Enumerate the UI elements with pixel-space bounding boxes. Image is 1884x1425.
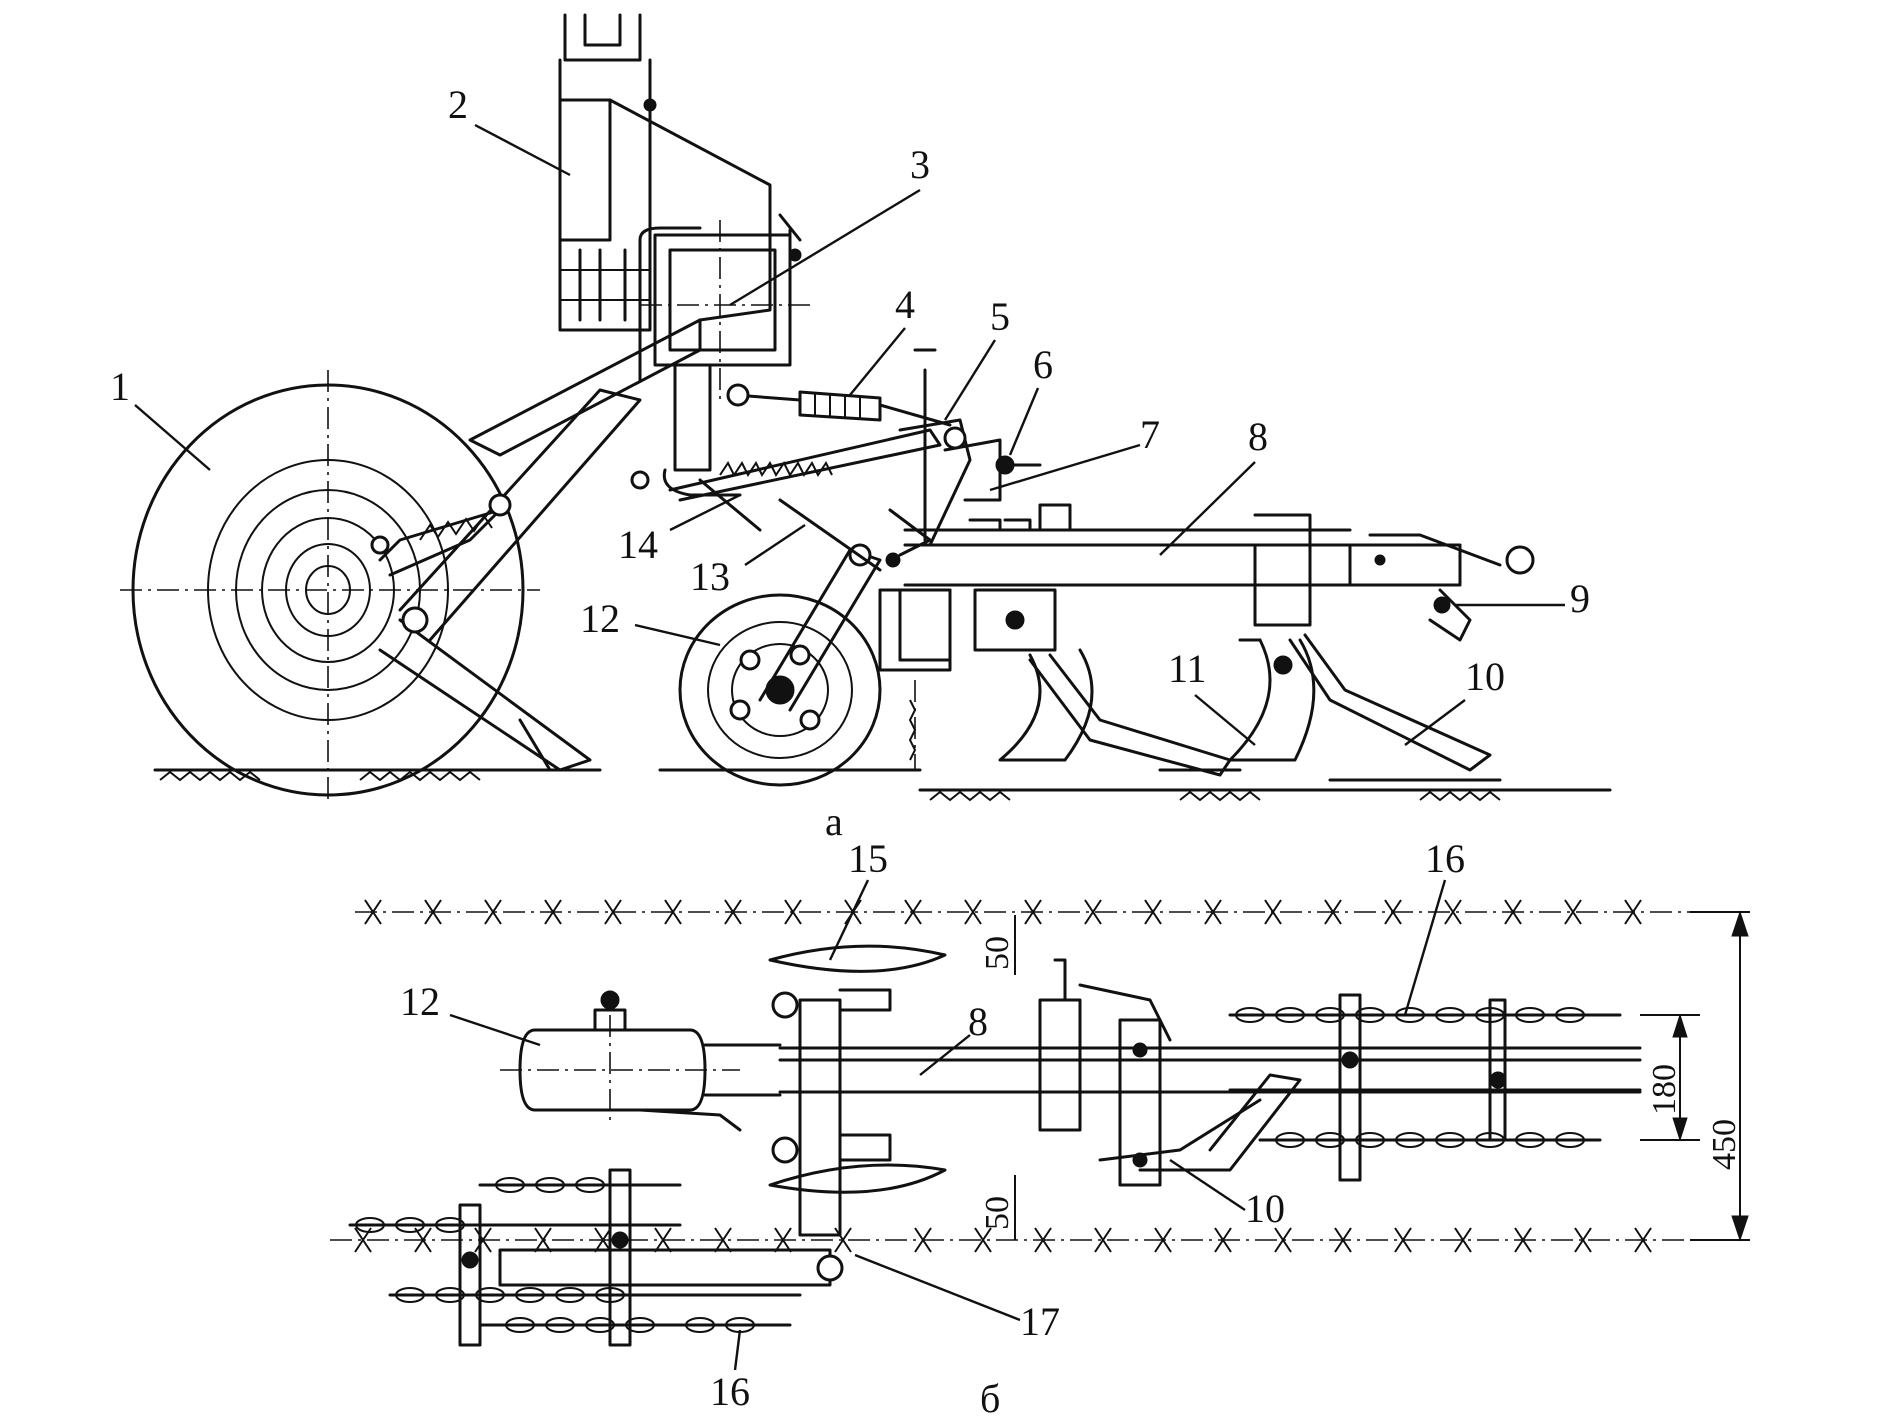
view-a: 1 2 3 4 5 6 7 8 9 10 11 12 13 1 [110,13,1612,844]
view-b: 50 50 180 450 15 16 12 8 10 17 16 б [330,836,1750,1421]
hanging-marker [878,588,952,770]
plant-row-top [355,899,1690,925]
dim-180: 180 [1646,1064,1683,1115]
gauge-wheel [678,543,882,787]
label-17: 17 [1020,1299,1060,1344]
dim-50-top: 50 [979,936,1016,970]
chain-harrows-right [1228,993,1642,1182]
label-8: 8 [1248,414,1268,459]
caption-a: а [825,799,843,844]
gauge-wheel-plan [500,990,782,1132]
vertical-link [662,363,742,497]
label-2: 2 [448,82,468,127]
label-12: 12 [580,596,620,641]
plant-row-bottom [330,1227,1690,1253]
label-12-plan: 12 [400,979,440,1024]
dimension-lines: 50 50 180 450 [979,910,1750,1242]
label-14: 14 [618,522,658,567]
label-4: 4 [895,282,915,327]
label-9: 9 [1570,576,1590,621]
cultivator-tines [973,513,1502,782]
label-16-top: 16 [1425,836,1465,881]
protective-shields [768,944,947,1194]
turnbuckle [726,383,952,427]
labels-view-a: 1 2 3 4 5 6 7 8 9 10 11 12 13 1 [110,82,1590,844]
label-8-plan: 8 [968,999,988,1044]
label-5: 5 [990,294,1010,339]
main-beam-plan [771,958,1642,1237]
label-3: 3 [910,142,930,187]
label-15: 15 [848,836,888,881]
ground-line [153,768,1612,802]
label-6: 6 [1033,342,1053,387]
labels-view-b: 15 16 12 8 10 17 16 б [400,836,1465,1421]
label-10-plan: 10 [1245,1186,1285,1231]
label-1: 1 [110,364,130,409]
main-beam [885,503,1352,662]
caption-b: б [980,1376,1000,1421]
dim-450: 450 [1706,1119,1743,1170]
label-10: 10 [1465,654,1505,699]
label-7: 7 [1140,412,1160,457]
label-16-bottom: 16 [710,1369,750,1414]
label-11: 11 [1168,646,1207,691]
frame-arms [370,318,702,772]
square-tube [638,213,810,400]
wheel-arm [698,478,882,572]
label-13: 13 [690,554,730,599]
hitch-post [558,13,772,332]
chain-harrows-left [348,1168,844,1347]
rear-hitch [1348,533,1535,642]
dim-50-bottom: 50 [979,1196,1016,1230]
spring-lever [668,348,1042,557]
